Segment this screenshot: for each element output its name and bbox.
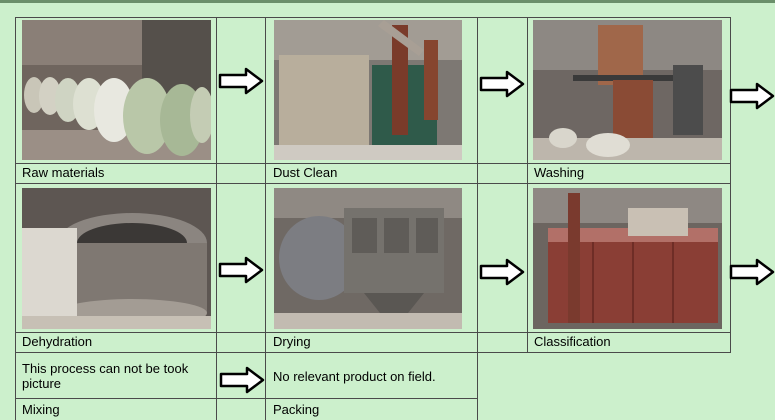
step-label-washing: Washing (534, 165, 585, 180)
grid-line (15, 332, 731, 333)
right-arrow-icon (218, 256, 264, 284)
right-arrow-icon (729, 82, 775, 110)
step-label-dust-clean: Dust Clean (273, 165, 338, 180)
grid-line (15, 183, 731, 184)
mixing-note: This process can not be took picture (22, 361, 189, 391)
grid-line (15, 17, 731, 18)
right-arrow-icon (479, 70, 525, 98)
raw-materials-photo (22, 20, 211, 160)
grid-line (15, 163, 731, 164)
washing-photo (533, 20, 722, 160)
drying-photo (274, 188, 462, 329)
step-label-packing: Packing (273, 402, 320, 417)
right-arrow-icon (218, 67, 264, 95)
right-arrow-icon (219, 366, 265, 394)
step-label-dehydration: Dehydration (22, 334, 93, 349)
grid-line (15, 398, 478, 399)
step-label-raw-materials: Raw materials (22, 165, 105, 180)
grid-line (527, 17, 528, 353)
grid-line (265, 17, 266, 420)
right-arrow-icon (479, 258, 525, 286)
dust-clean-photo (274, 20, 462, 160)
grid-line (15, 352, 731, 353)
grid-line (216, 17, 217, 420)
dehydration-photo (22, 188, 211, 329)
step-label-classification: Classification (534, 334, 611, 349)
classification-photo (533, 188, 722, 329)
step-label-drying: Drying (273, 334, 311, 349)
packing-note: No relevant product on field. (273, 369, 436, 384)
step-label-mixing: Mixing (22, 402, 60, 417)
grid-line (730, 17, 731, 353)
grid-line (15, 17, 16, 420)
top-border (0, 0, 775, 3)
grid-line (477, 17, 478, 420)
right-arrow-icon (729, 258, 775, 286)
